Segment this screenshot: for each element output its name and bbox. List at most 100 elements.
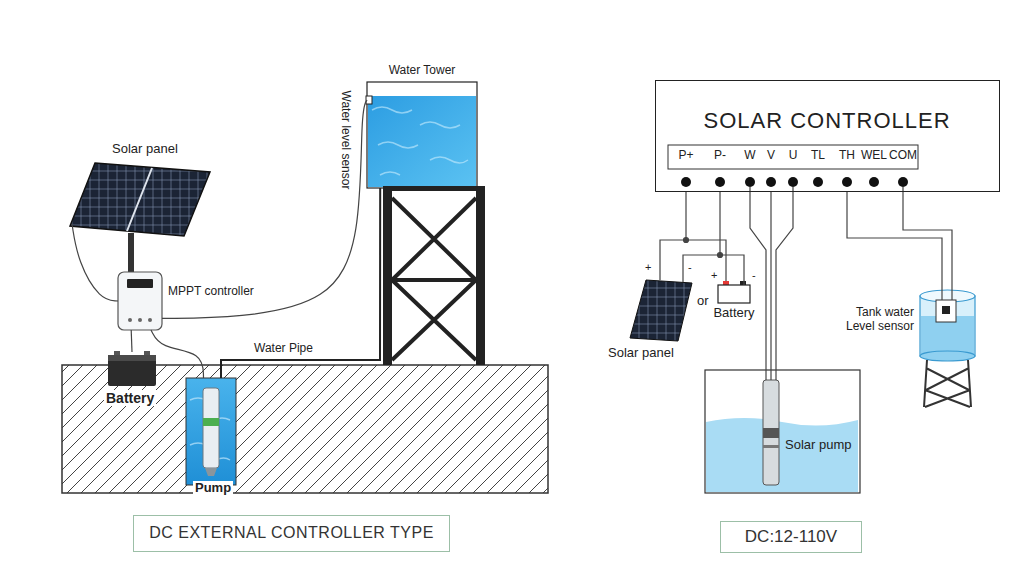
battery: Battery bbox=[108, 352, 156, 386]
node-text: Tank water Level sensor bbox=[834, 306, 914, 334]
battery-symbol bbox=[108, 355, 156, 361]
tank-drawing bbox=[920, 290, 975, 407]
node-text: DC:12-110V bbox=[745, 527, 837, 547]
pump-well bbox=[186, 378, 236, 485]
terminal-name: TL bbox=[811, 149, 825, 163]
tank-level-sensor bbox=[936, 300, 956, 322]
node-text: Solar panel bbox=[112, 142, 178, 157]
extra-wire bbox=[683, 187, 952, 380]
mppt-controller-box bbox=[148, 318, 152, 322]
node-text: Solar panel bbox=[608, 346, 674, 361]
terminal-name: WEL bbox=[861, 149, 887, 163]
solar-panel-drawing bbox=[70, 163, 210, 236]
terminal-name: U bbox=[789, 149, 798, 163]
panel-pole bbox=[128, 233, 134, 273]
solar-panel: Solar panel bbox=[630, 280, 690, 340]
node-text: MPPT controller bbox=[168, 285, 254, 299]
terminal-strip bbox=[898, 177, 908, 187]
terminal-name: W bbox=[744, 149, 755, 163]
mppt-controller-box bbox=[127, 279, 153, 288]
mppt-controller-box bbox=[118, 272, 162, 330]
mppt-controller: MPPT controller bbox=[118, 272, 162, 330]
solar-panel: Solar panel bbox=[72, 163, 210, 235]
sensor-wire bbox=[847, 192, 942, 288]
node-text: DC EXTERNAL CONTROLLER TYPE bbox=[149, 524, 434, 542]
terminal-strip bbox=[766, 177, 776, 187]
water-tower-drawing bbox=[367, 82, 485, 365]
battery-symbol bbox=[108, 355, 156, 386]
tank-drawing bbox=[920, 351, 975, 361]
pump-body bbox=[203, 388, 219, 476]
panel-pole bbox=[128, 233, 134, 273]
terminal-name: TH bbox=[839, 149, 855, 163]
pump-body bbox=[763, 380, 779, 485]
water-tower-drawing bbox=[383, 186, 485, 191]
water-tower-drawing bbox=[392, 198, 476, 360]
mppt-controller-box bbox=[118, 272, 162, 330]
extra-wire bbox=[903, 187, 952, 300]
extra-wire bbox=[941, 288, 942, 300]
motor-wire bbox=[770, 192, 771, 370]
battery-symbol bbox=[740, 281, 746, 285]
pump-body bbox=[763, 380, 779, 485]
terminal-strip bbox=[842, 177, 852, 187]
water-tower-drawing bbox=[476, 188, 485, 365]
extra-wire bbox=[776, 187, 793, 380]
water-tower-drawing bbox=[372, 107, 468, 175]
water-tower-drawing bbox=[368, 96, 476, 187]
mppt-controller-box bbox=[138, 318, 142, 322]
pump-body bbox=[203, 418, 219, 426]
battery-symbol bbox=[723, 281, 729, 285]
water-pipe bbox=[221, 188, 380, 378]
edge-label: Water Pipe bbox=[252, 342, 315, 356]
pump-well: Solar pump bbox=[705, 370, 860, 493]
pump-well: Pump bbox=[186, 378, 236, 485]
pump-body bbox=[763, 445, 779, 448]
node-text: Solar pump bbox=[785, 438, 851, 453]
terminal-name: P- bbox=[714, 149, 726, 163]
terminal-strip bbox=[813, 177, 823, 187]
terminal-strip bbox=[668, 145, 918, 187]
polarity-sign: + bbox=[645, 261, 651, 274]
node-text: Water Tower bbox=[367, 64, 477, 78]
tank-drawing bbox=[920, 296, 975, 356]
power-wire bbox=[720, 192, 744, 285]
caption-box: DC EXTERNAL CONTROLLER TYPE bbox=[133, 515, 450, 552]
water-tank: Tank water Level sensor bbox=[920, 288, 975, 356]
pump-well bbox=[705, 370, 860, 493]
pump-body bbox=[203, 388, 219, 468]
tank-level-sensor bbox=[936, 300, 956, 322]
pump-body bbox=[763, 428, 779, 438]
water-tower-drawing bbox=[367, 82, 477, 188]
sensor-label: Water level sensor bbox=[338, 91, 352, 190]
polarity-sign: - bbox=[688, 261, 692, 274]
mppt-controller-box bbox=[128, 318, 132, 322]
pump-well bbox=[705, 370, 860, 493]
terminal-strip bbox=[668, 145, 918, 169]
extra-wire bbox=[770, 370, 771, 380]
controller-box: SOLAR CONTROLLER bbox=[655, 80, 1000, 192]
battery-symbol bbox=[108, 351, 156, 386]
connector-word: or bbox=[697, 294, 709, 309]
terminal-name: COM bbox=[889, 149, 917, 163]
battery-symbol bbox=[718, 281, 750, 303]
pump-well bbox=[706, 418, 858, 492]
solar-panel-drawing bbox=[70, 163, 210, 236]
power-wire bbox=[660, 192, 686, 280]
caption-box: DC:12-110V bbox=[720, 521, 862, 553]
solar-panel-drawing bbox=[127, 168, 152, 231]
extra-wire bbox=[750, 187, 766, 380]
terminal-strip bbox=[745, 177, 755, 187]
power-cable bbox=[131, 330, 133, 352]
tank-level-sensor bbox=[942, 306, 950, 314]
sensor-cable bbox=[162, 100, 367, 318]
node-text: Battery bbox=[104, 390, 156, 406]
terminal-name: P+ bbox=[678, 149, 693, 163]
solar-panel-drawing bbox=[630, 280, 692, 341]
node-text: SOLAR CONTROLLER bbox=[656, 108, 998, 133]
tank-drawing bbox=[924, 360, 971, 407]
